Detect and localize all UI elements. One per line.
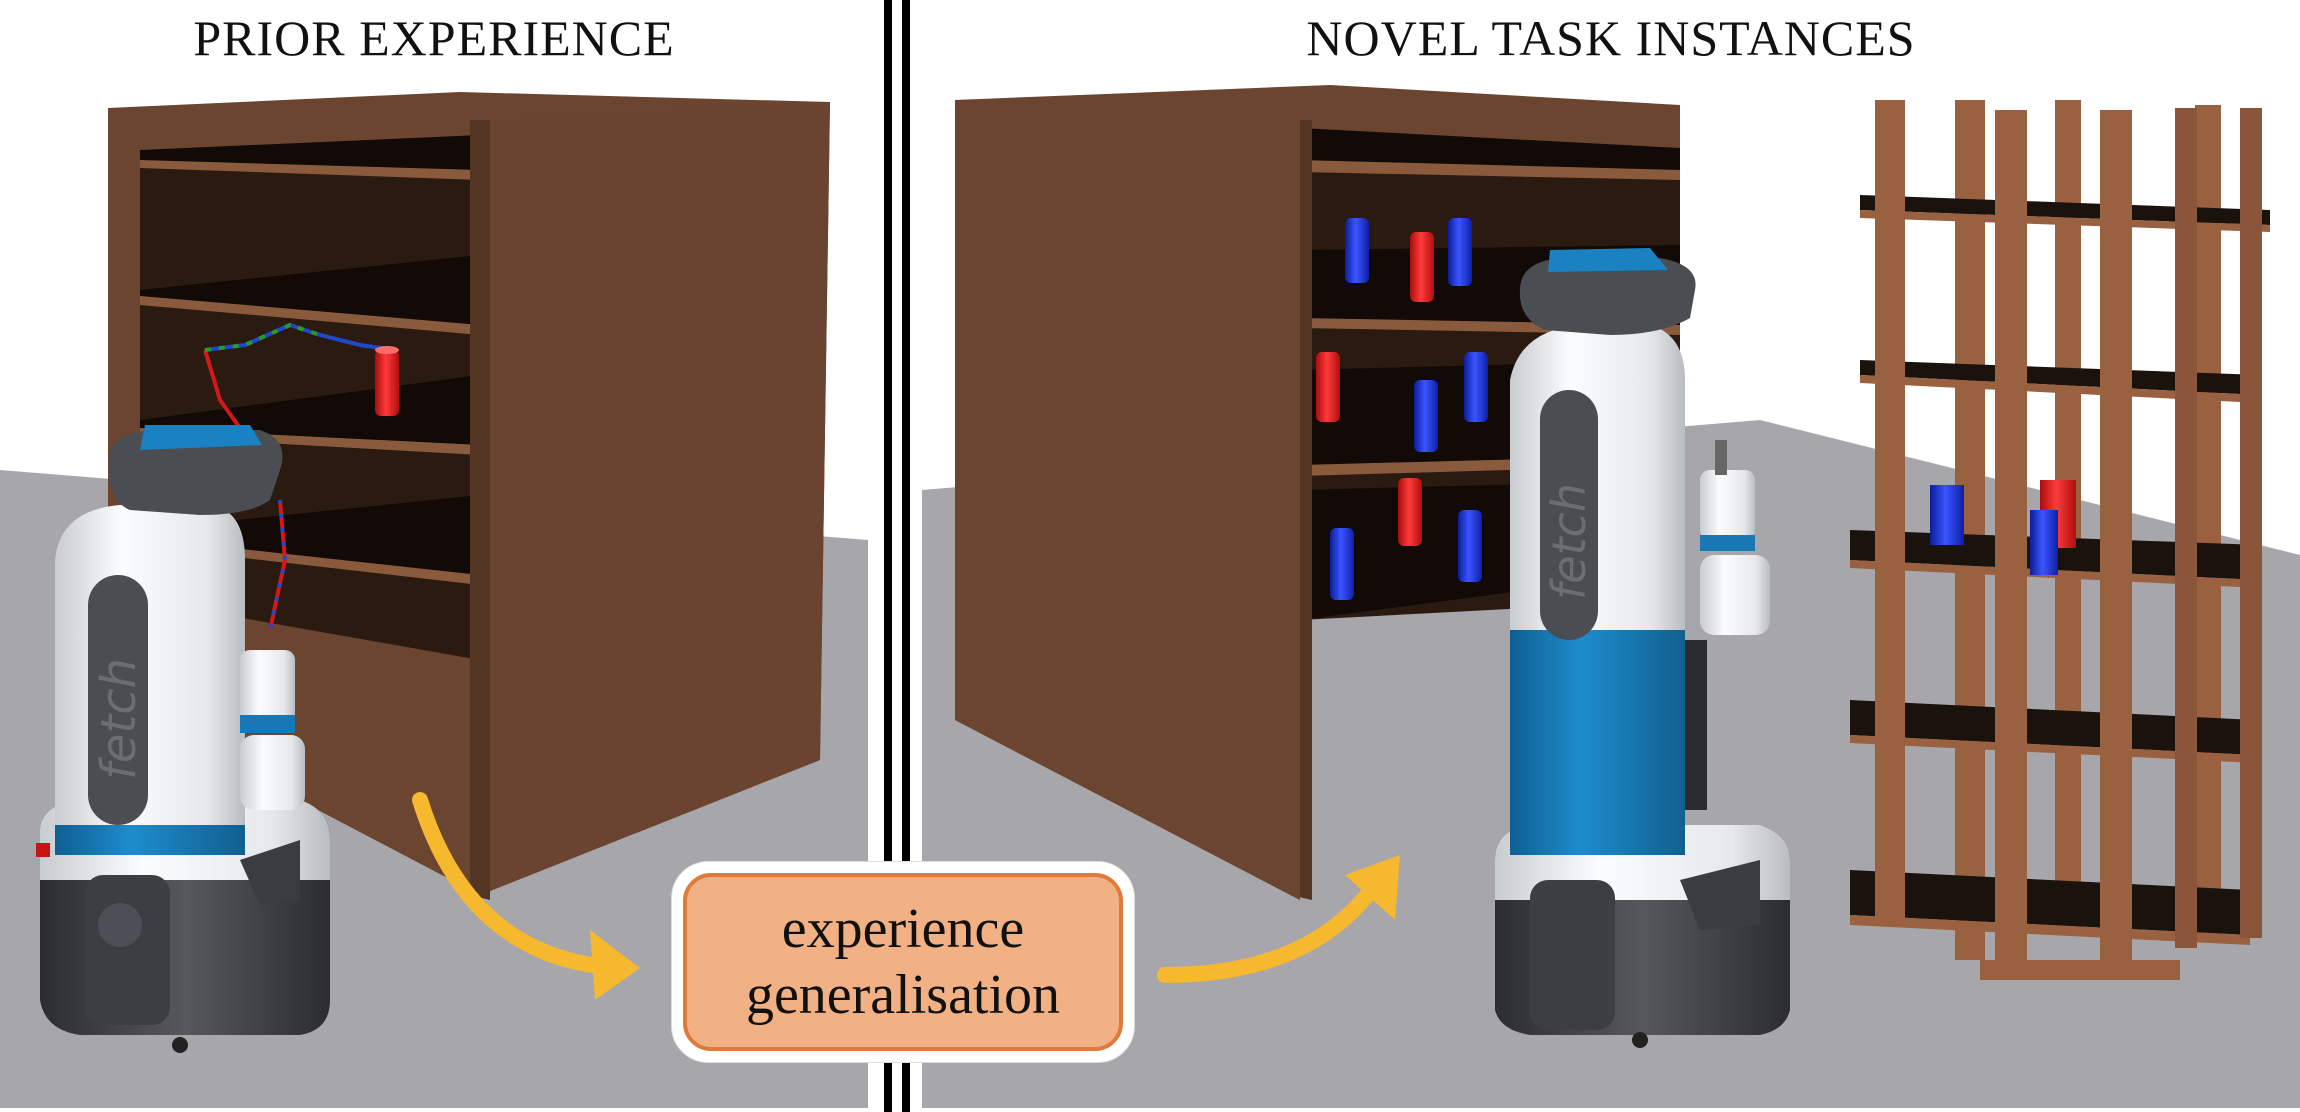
arrow-head-left <box>590 930 640 1000</box>
experience-generalisation-label: experience generalisation <box>683 873 1123 1051</box>
box-line-2: generalisation <box>745 964 1061 1026</box>
robot-icon: fetch <box>36 425 330 1053</box>
left-panel: fetch <box>0 92 868 1108</box>
box-line-1: experience <box>781 898 1025 960</box>
divider-line-1 <box>884 0 892 1112</box>
panel-title-prior-experience: PRIOR EXPERIENCE <box>193 10 675 66</box>
robot-icon: fetch <box>1495 248 1790 1048</box>
robot-logo-left: fetch <box>91 658 147 780</box>
trajectory-path <box>203 322 396 631</box>
objects <box>1316 218 1488 600</box>
divider-line-2 <box>902 0 910 1112</box>
panel-title-novel-task-instances: NOVEL TASK INSTANCES <box>1306 10 1916 66</box>
rack-icon <box>1850 100 2270 980</box>
experience-generalisation-box: experience generalisation <box>672 862 1134 1062</box>
robot-logo-right: fetch <box>1542 483 1596 600</box>
right-panel: fetch <box>922 85 2300 1108</box>
arrow-icon <box>1157 877 1383 983</box>
arrow-head-right <box>1345 855 1400 920</box>
arrow-icon <box>412 792 628 976</box>
red-cylinder <box>375 346 399 416</box>
